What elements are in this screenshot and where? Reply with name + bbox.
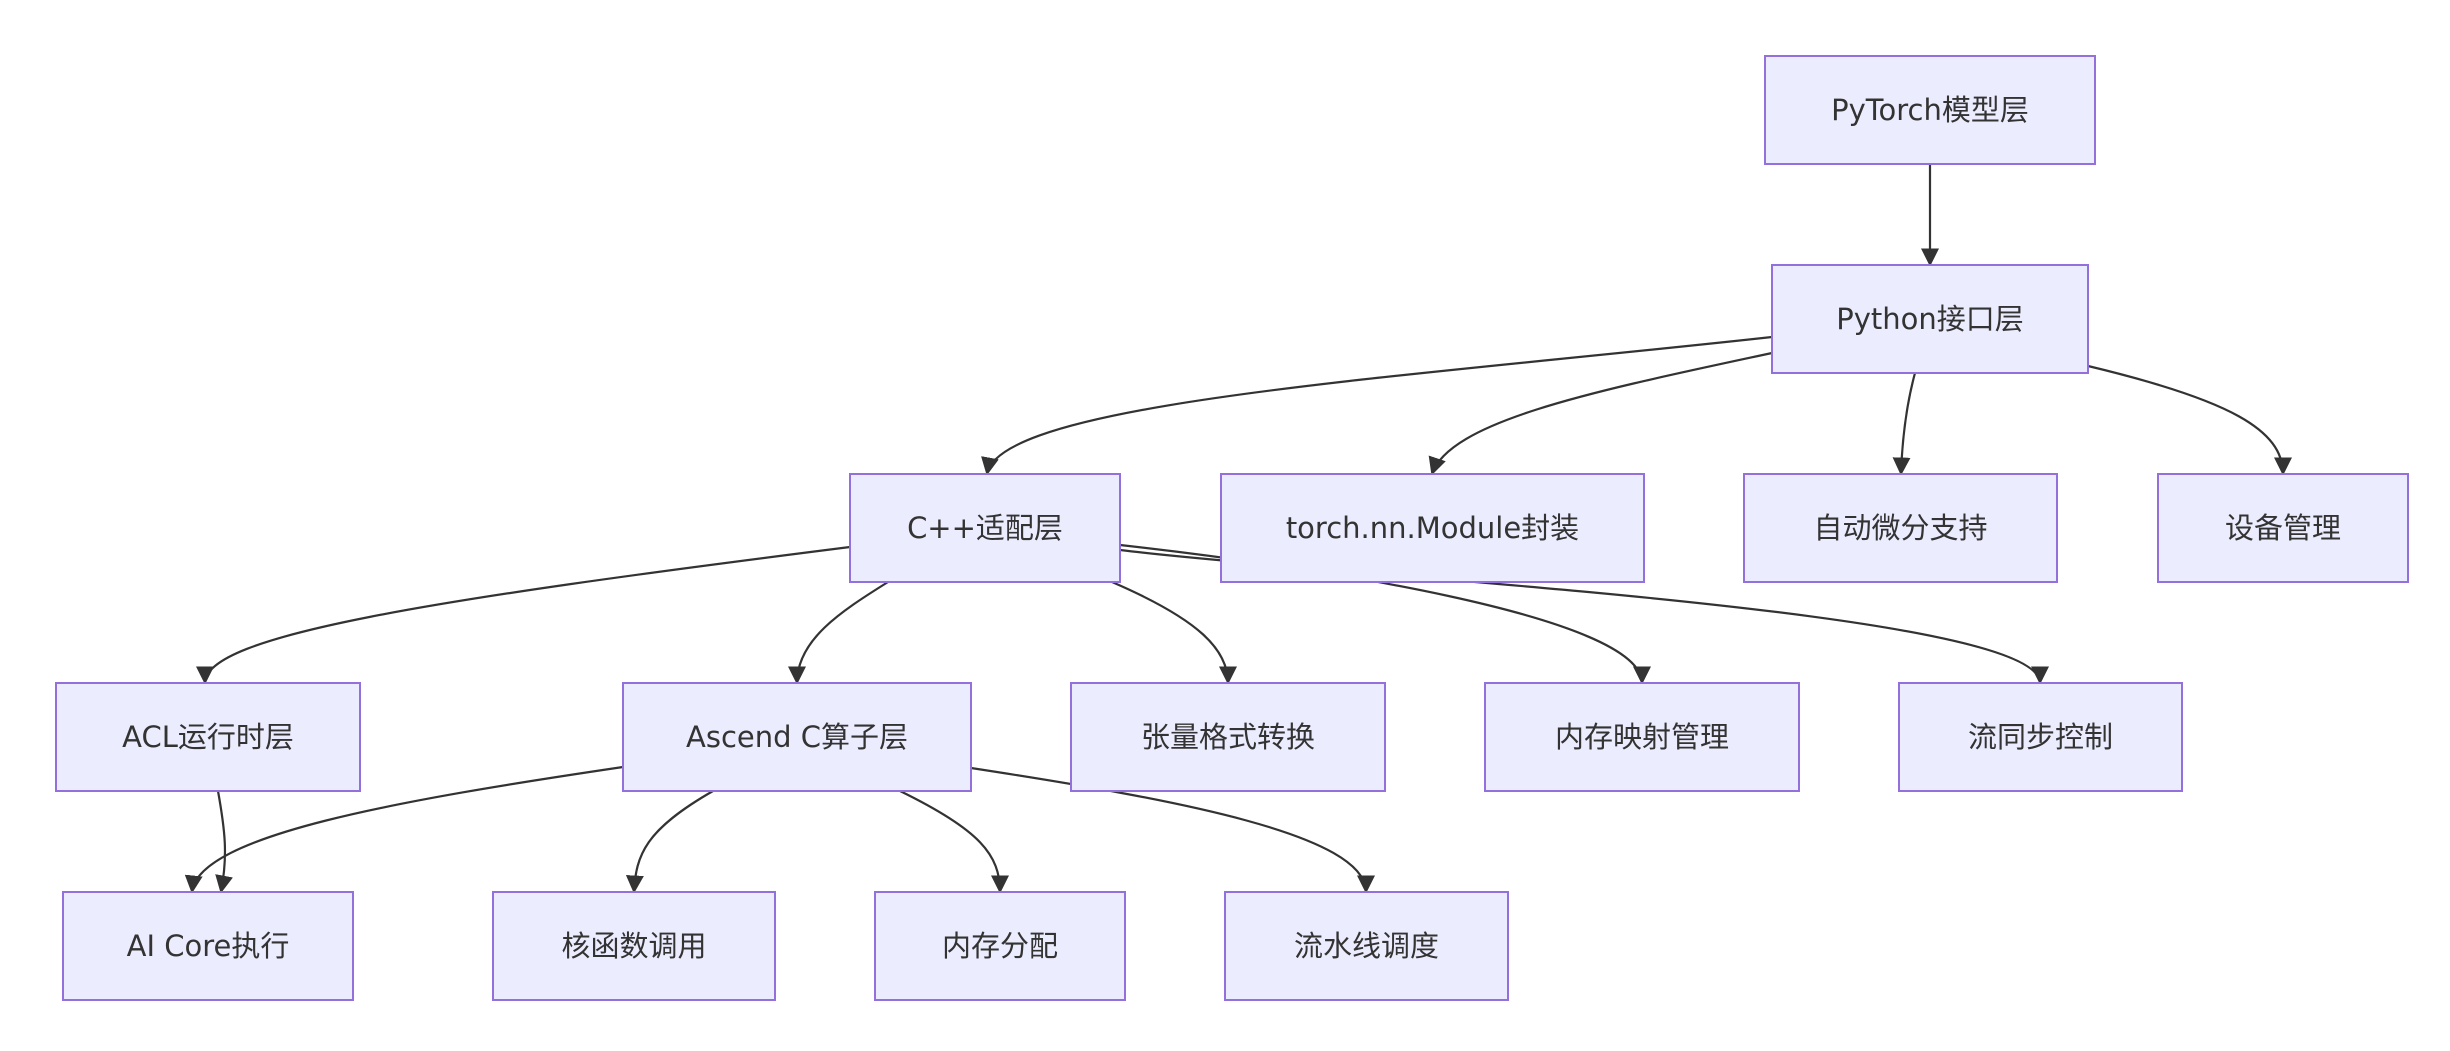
node-box bbox=[62, 891, 354, 1001]
node-memmap: 内存映射管理 bbox=[1484, 682, 1800, 792]
nodes-layer: PyTorch模型层 Python接口层 C++适配层 torch.nn.Module… bbox=[55, 55, 2409, 1001]
node-label: AI Core执行 bbox=[127, 929, 290, 963]
node-cpp: C++适配层 bbox=[849, 473, 1121, 583]
node-memalloc: 内存分配 bbox=[874, 891, 1126, 1001]
node-label: 流水线调度 bbox=[1294, 929, 1439, 963]
node-pyapi: Python接口层 bbox=[1771, 264, 2089, 374]
node-label: 设备管理 bbox=[2225, 511, 2341, 545]
node-label: 内存分配 bbox=[942, 929, 1058, 963]
node-aicore: AI Core执行 bbox=[62, 891, 354, 1001]
edge-ascendc-to-pipeline bbox=[970, 766, 1375, 894]
node-kernel: 核函数调用 bbox=[492, 891, 776, 1001]
edge-ascendc-to-aicore bbox=[184, 765, 624, 894]
edge-pyapi-to-device bbox=[2087, 364, 2292, 476]
node-module: torch.nn.Module封装 bbox=[1220, 473, 1645, 583]
node-box bbox=[1764, 55, 2096, 165]
node-box bbox=[1484, 682, 1800, 792]
node-label: Ascend C算子层 bbox=[686, 720, 908, 754]
node-box bbox=[1224, 891, 1509, 1001]
node-ascendc: Ascend C算子层 bbox=[622, 682, 972, 792]
node-label: 自动微分支持 bbox=[1813, 511, 1987, 545]
edge-pyapi-to-autograd bbox=[1892, 372, 1917, 476]
node-pipeline: 流水线调度 bbox=[1224, 891, 1509, 1001]
node-label: 流同步控制 bbox=[1968, 720, 2113, 754]
node-box bbox=[492, 891, 776, 1001]
node-device: 设备管理 bbox=[2157, 473, 2409, 583]
node-box bbox=[1898, 682, 2183, 792]
node-box bbox=[874, 891, 1126, 1001]
node-box bbox=[849, 473, 1121, 583]
node-stream: 流同步控制 bbox=[1898, 682, 2183, 792]
node-label: torch.nn.Module封装 bbox=[1286, 511, 1579, 545]
node-box bbox=[2157, 473, 2409, 583]
edge-cpp-to-memmap bbox=[1119, 543, 1651, 685]
node-label: 张量格式转换 bbox=[1141, 720, 1315, 754]
edge-ascendc-to-kernel bbox=[625, 790, 714, 894]
node-box bbox=[622, 682, 972, 792]
edge-pyapi-to-module bbox=[1428, 351, 1773, 476]
edge-cpp-to-acl bbox=[196, 545, 851, 685]
node-autograd: 自动微分支持 bbox=[1743, 473, 2058, 583]
node-label: ACL运行时层 bbox=[122, 720, 294, 754]
edge-pyapi-to-cpp bbox=[981, 335, 1773, 476]
node-label: C++适配层 bbox=[907, 511, 1063, 545]
node-pytorch: PyTorch模型层 bbox=[1764, 55, 2096, 165]
node-label: 内存映射管理 bbox=[1555, 720, 1729, 754]
node-box bbox=[55, 682, 361, 792]
node-acl: ACL运行时层 bbox=[55, 682, 361, 792]
edge-cpp-to-ascendc bbox=[788, 581, 889, 685]
node-label: PyTorch模型层 bbox=[1831, 93, 2029, 127]
node-box bbox=[1771, 264, 2089, 374]
node-label: Python接口层 bbox=[1836, 302, 2024, 336]
edges-layer bbox=[184, 164, 2292, 894]
node-tensorfmt: 张量格式转换 bbox=[1070, 682, 1386, 792]
node-box bbox=[1070, 682, 1386, 792]
node-box bbox=[1220, 473, 1645, 583]
edge-cpp-to-tensorfmt bbox=[1111, 580, 1237, 685]
node-box bbox=[1743, 473, 2058, 583]
edge-acl-to-aicore bbox=[215, 790, 233, 894]
edge-ascendc-to-memalloc bbox=[899, 790, 1009, 894]
node-label: 核函数调用 bbox=[561, 929, 706, 963]
